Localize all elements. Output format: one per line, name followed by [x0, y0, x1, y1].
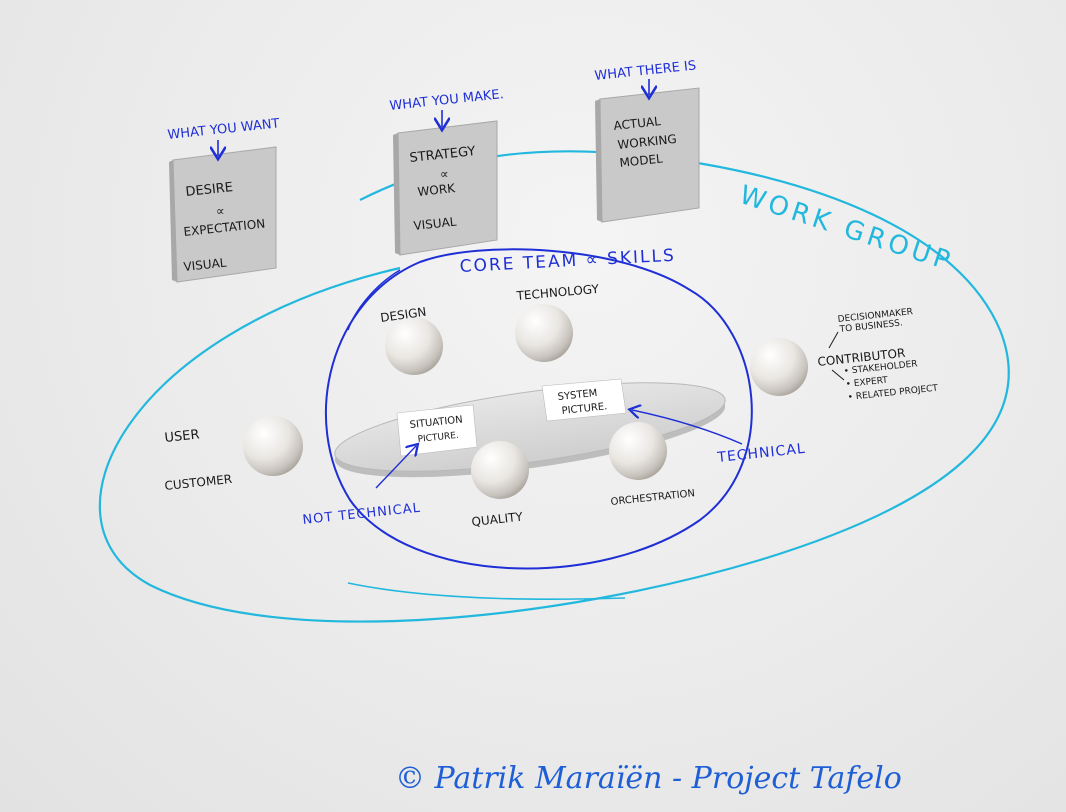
core-team-circle: [324, 248, 753, 570]
card-line: PICTURE.: [417, 431, 459, 445]
table: SITUATION PICTURE. SYSTEM PICTURE.: [334, 378, 726, 478]
sphere-contributor: [750, 338, 808, 396]
situation-picture-card: SITUATION PICTURE.: [396, 404, 478, 457]
board-line: WORK: [417, 181, 457, 199]
card-line: PICTURE.: [561, 401, 608, 417]
board-what-you-make: WHAT YOU MAKE. STRATEGY ∝ WORK VISUAL: [389, 87, 505, 256]
role-orchestration: ORCHESTRATION: [610, 488, 695, 508]
sphere-user: [243, 416, 303, 476]
board-line: ∝: [216, 204, 225, 218]
board-line: MODEL: [619, 152, 664, 170]
spheres: [243, 304, 808, 499]
board-line: VISUAL: [183, 256, 228, 274]
sphere-quality: [471, 441, 529, 499]
board-caption: WHAT YOU WANT: [167, 116, 280, 143]
technical-label: TECHNICAL: [716, 441, 807, 466]
role-technology: TECHNOLOGY: [515, 282, 600, 303]
sphere-design: [385, 317, 443, 375]
board-caption: WHAT YOU MAKE.: [389, 87, 505, 114]
board-what-you-want: WHAT YOU WANT DESIRE ∝ EXPECTATION VISUA…: [167, 116, 280, 283]
sphere-technology: [515, 304, 573, 362]
role-user: USER: [164, 427, 200, 446]
board-what-there-is: WHAT THERE IS ACTUAL WORKING MODEL: [594, 58, 700, 223]
board-line: DESIRE: [185, 180, 234, 200]
system-picture-card: SYSTEM PICTURE.: [541, 378, 627, 422]
role-design: DESIGN: [379, 305, 427, 325]
not-technical-label: NOT TECHNICAL: [302, 501, 422, 528]
board-line: ∝: [440, 167, 449, 181]
role-customer: CUSTOMER: [164, 472, 233, 493]
board-line: STRATEGY: [409, 144, 476, 166]
board-line: VISUAL: [413, 215, 458, 233]
sphere-orchestration: [609, 422, 667, 480]
board-line: WORKING: [617, 132, 677, 152]
board-caption: WHAT THERE IS: [594, 58, 697, 84]
board-line: ACTUAL: [613, 114, 662, 133]
signature: © Patrik Maraïën - Project Tafelo: [395, 761, 902, 796]
role-quality: QUALITY: [471, 510, 524, 529]
contributor-item: • EXPERT: [845, 376, 889, 390]
work-group-label: WORK GROUP: [736, 180, 957, 277]
card-line: SYSTEM: [557, 388, 598, 403]
